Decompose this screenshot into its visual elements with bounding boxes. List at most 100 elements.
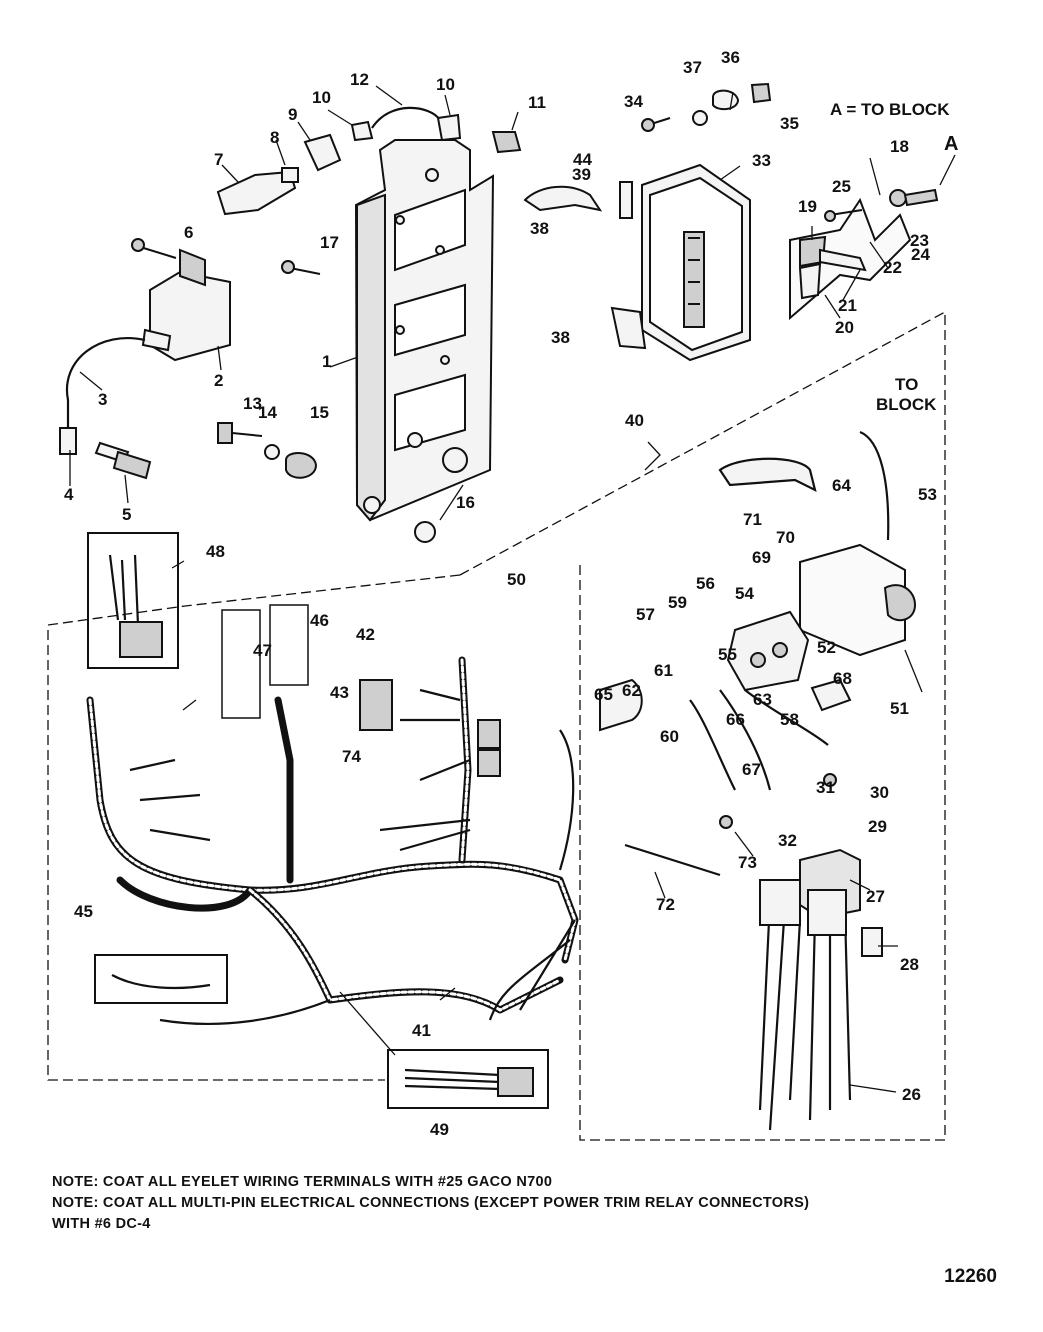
to-block-label-line2: BLOCK <box>876 395 937 414</box>
spark-plug <box>94 441 152 480</box>
callout-63: 63 <box>753 690 772 709</box>
callout-70: 70 <box>776 528 795 547</box>
block-letter: A <box>944 133 958 155</box>
callout-24: 24 <box>911 245 930 264</box>
callout-71: 71 <box>743 510 762 529</box>
callout-42: 42 <box>356 625 375 644</box>
callout-18: 18 <box>890 137 909 156</box>
block-note: A = TO BLOCK <box>830 100 950 119</box>
callout-38: 38 <box>530 219 549 238</box>
callout-34: 34 <box>624 92 643 111</box>
callout-19: 19 <box>798 197 817 216</box>
callout-37: 37 <box>683 58 702 77</box>
callout-1: 1 <box>322 352 331 371</box>
callout-44: 44 <box>573 150 592 169</box>
callout-73: 73 <box>738 853 757 872</box>
callout-61: 61 <box>654 661 673 680</box>
callout-45: 45 <box>74 902 93 921</box>
callout-57: 57 <box>636 605 655 624</box>
ecm-module <box>641 163 751 362</box>
callout-64: 64 <box>832 476 851 495</box>
callout-13: 13 <box>243 394 262 413</box>
callout-32: 32 <box>778 831 797 850</box>
callout-66: 66 <box>726 710 745 729</box>
inset-box-50 <box>387 1049 549 1109</box>
callout-54: 54 <box>735 584 754 603</box>
callout-41: 41 <box>412 1021 431 1040</box>
callout-51: 51 <box>890 699 909 718</box>
callout-31: 31 <box>816 778 835 797</box>
callout-40: 40 <box>625 411 644 430</box>
callout-23: 23 <box>910 231 929 250</box>
callout-38: 38 <box>551 328 570 347</box>
callout-55: 55 <box>718 645 737 664</box>
callout-leaders <box>69 85 956 1093</box>
block-hardware <box>789 188 939 321</box>
callout-12: 12 <box>350 70 369 89</box>
callout-72: 72 <box>656 895 675 914</box>
notes-section: NOTE: COAT ALL EYELET WIRING TERMINALS W… <box>52 1172 1012 1235</box>
callout-8: 8 <box>270 128 279 147</box>
ignition-coil <box>59 248 231 455</box>
callout-43: 43 <box>330 683 349 702</box>
callout-62: 62 <box>622 681 641 700</box>
callout-21: 21 <box>838 296 857 315</box>
to-block-label-line1: TO <box>895 375 918 394</box>
callout-75: 75 <box>0 0 19 4</box>
callout-15: 15 <box>310 403 329 422</box>
callout-67: 67 <box>742 760 761 779</box>
callout-35: 35 <box>780 114 799 133</box>
inset-box-48 <box>221 609 261 719</box>
callout-53: 53 <box>918 485 937 504</box>
callout-10: 10 <box>436 75 455 94</box>
callout-14: 14 <box>258 403 277 422</box>
callout-74: 74 <box>342 747 361 766</box>
sensor-assembly <box>216 106 522 216</box>
exploded-parts-diagram: A = TO BLOCK A TO BLOCK 1234567891010111… <box>0 0 958 1141</box>
inset-box-46 <box>94 954 228 1004</box>
callout-16: 16 <box>456 493 475 512</box>
callout-10: 10 <box>312 88 331 107</box>
callout-59: 59 <box>668 593 687 612</box>
callout-52: 52 <box>817 638 836 657</box>
ignition-plate <box>354 139 495 522</box>
callout-7: 7 <box>214 150 223 169</box>
group-leader-lines <box>47 311 946 1141</box>
callout-4: 4 <box>64 485 74 504</box>
callout-2: 2 <box>214 371 223 390</box>
callout-47: 47 <box>253 641 272 660</box>
callout-56: 56 <box>696 574 715 593</box>
callout-29: 29 <box>868 817 887 836</box>
callout-9: 9 <box>288 105 297 124</box>
callout-20: 20 <box>835 318 854 337</box>
note-eyelet-terminals: NOTE: COAT ALL EYELET WIRING TERMINALS W… <box>52 1174 553 1190</box>
callout-60: 60 <box>660 727 679 746</box>
callout-68: 68 <box>833 669 852 688</box>
callout-22: 22 <box>883 258 902 277</box>
right-box-wires <box>624 430 890 1131</box>
callout-30: 30 <box>870 783 889 802</box>
callout-48: 48 <box>206 542 225 561</box>
callout-6: 6 <box>184 223 193 242</box>
screws <box>131 238 436 543</box>
ecm-hardware <box>523 82 772 350</box>
callout-11: 11 <box>528 93 546 112</box>
callout-33: 33 <box>752 151 771 170</box>
callout-69: 69 <box>752 548 771 567</box>
callout-36: 36 <box>721 48 740 67</box>
callout-25: 25 <box>832 177 851 196</box>
callout-39: 39 <box>572 165 591 184</box>
callout-17: 17 <box>320 233 339 252</box>
figure-number: 12260 <box>944 1266 997 1287</box>
callout-28: 28 <box>900 955 919 974</box>
callout-58: 58 <box>780 710 799 729</box>
callout-3: 3 <box>98 390 107 409</box>
callout-50: 50 <box>507 570 526 589</box>
callout-65: 65 <box>594 685 613 704</box>
callout-46: 46 <box>310 611 329 630</box>
callout-26: 26 <box>902 1085 921 1104</box>
callout-5: 5 <box>122 505 131 524</box>
callout-49: 49 <box>430 1120 449 1139</box>
main-wiring-harness <box>86 656 579 1026</box>
